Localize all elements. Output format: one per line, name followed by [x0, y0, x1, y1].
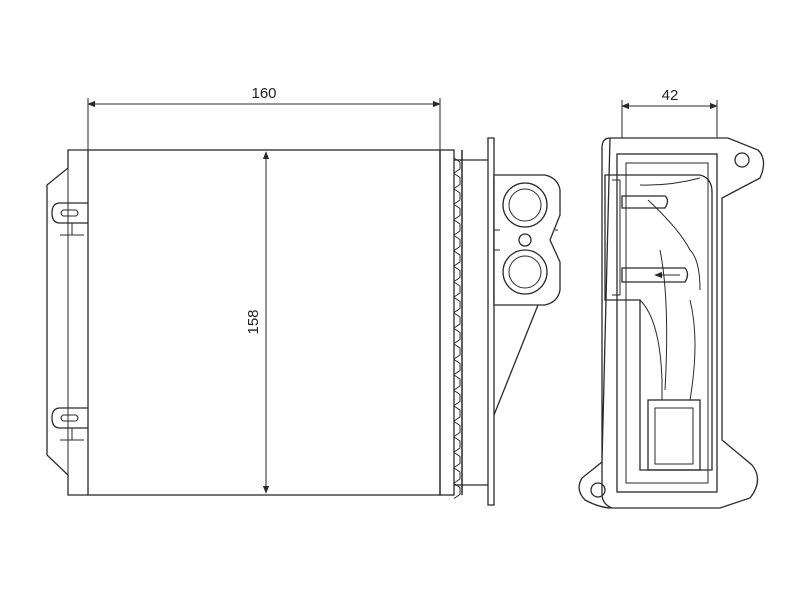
header-fin	[453, 390, 461, 406]
side-bottom-hole	[590, 482, 606, 498]
header-fin	[453, 188, 461, 205]
left-tank	[46, 149, 88, 496]
header-fin	[453, 250, 461, 267]
outlet-port	[502, 249, 548, 295]
header-fin	[453, 374, 461, 391]
depth-dimension-label: 42	[662, 87, 679, 104]
header-fin	[453, 266, 461, 282]
header-fin	[453, 483, 461, 499]
header-fin	[453, 173, 461, 189]
header-fin	[453, 235, 461, 251]
right-header	[439, 149, 463, 499]
header-fin	[453, 405, 461, 422]
side-flange-outline	[578, 137, 765, 509]
header-fin	[453, 312, 461, 329]
header-fin	[453, 359, 461, 375]
side-top-hole	[734, 152, 750, 168]
width-dimension-label: 160	[251, 85, 276, 102]
inlet-port	[502, 182, 548, 228]
header-fin	[453, 467, 461, 484]
header-fin	[453, 452, 461, 468]
header-fin	[453, 219, 461, 236]
header-fin	[453, 421, 461, 437]
header-fin	[453, 328, 461, 344]
pipe-flange	[493, 174, 561, 306]
height-dimension: 158	[245, 151, 270, 494]
side-view: 42	[578, 87, 765, 509]
core-body	[87, 149, 441, 496]
header-fin	[453, 343, 461, 360]
header-fin	[453, 281, 461, 298]
depth-dimension: 42	[621, 87, 718, 138]
front-view: 160 158	[46, 85, 561, 506]
mounting-hole	[518, 233, 532, 247]
header-fin	[453, 204, 461, 220]
width-dimension: 160	[87, 85, 441, 150]
header-fin	[453, 297, 461, 313]
height-dimension-label: 158	[245, 309, 262, 334]
header-fin	[453, 436, 461, 453]
